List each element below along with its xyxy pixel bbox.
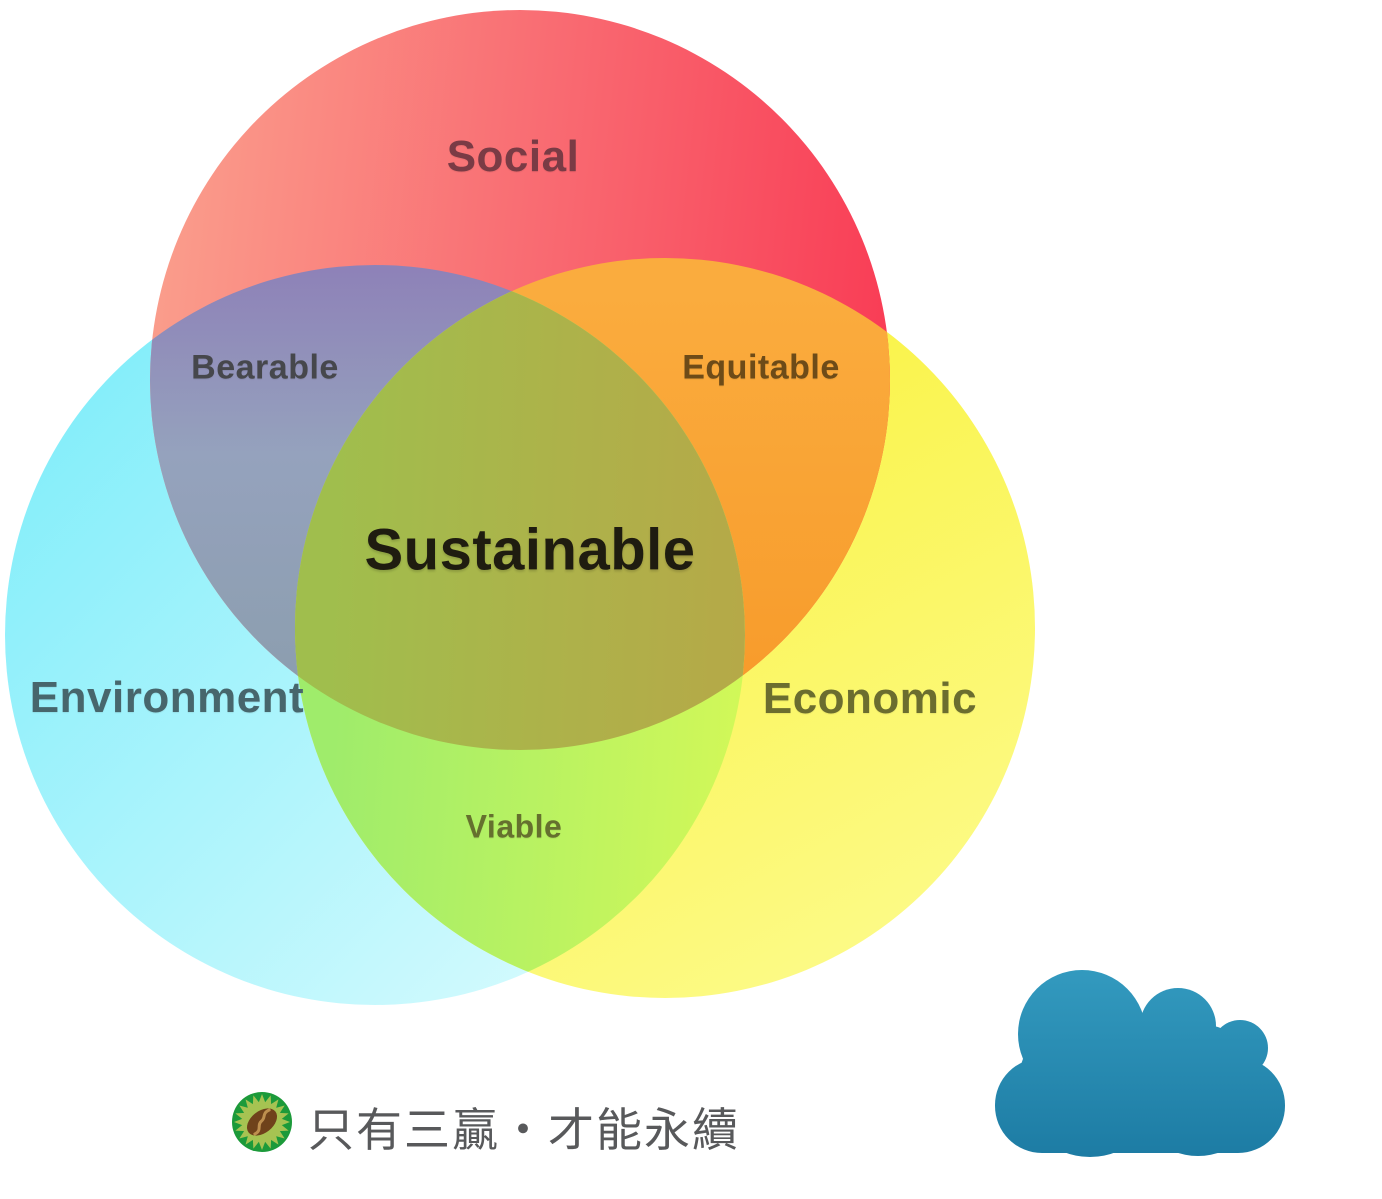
center-label-sustainable: Sustainable bbox=[364, 517, 696, 583]
footer-tagline: 只有三贏・才能永續 bbox=[308, 1104, 740, 1156]
brand-logo bbox=[232, 1092, 292, 1152]
sustainable-region bbox=[295, 265, 745, 750]
overlap-label-viable: Viable bbox=[465, 808, 563, 845]
cloud-icon bbox=[995, 970, 1285, 1157]
overlap-label-bearable: Bearable bbox=[191, 348, 339, 387]
circle-label-social: Social bbox=[446, 132, 580, 181]
overlap-label-equitable: Equitable bbox=[682, 348, 840, 387]
circle-label-environment: Environment bbox=[29, 673, 305, 722]
logo-coffee-bean-icon bbox=[246, 1108, 278, 1136]
circle-label-economic: Economic bbox=[762, 674, 978, 723]
